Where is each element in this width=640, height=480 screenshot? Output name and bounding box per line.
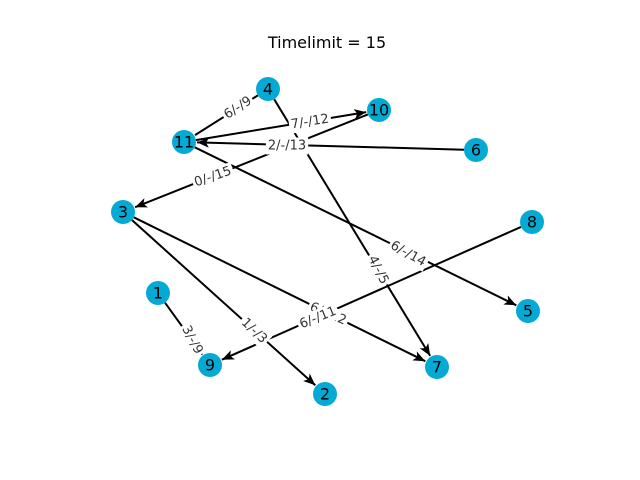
- edge-label-11-10: 7/-/12: [287, 110, 333, 134]
- edge-label-10-3: 0/-/15: [190, 162, 236, 192]
- edge-label-background: [362, 250, 394, 290]
- edge-10-3: [134, 113, 369, 209]
- node-circle: [111, 200, 135, 224]
- edge-label-background: [235, 313, 273, 349]
- node-5: 5: [516, 299, 540, 323]
- node-label: 2: [320, 385, 330, 404]
- edge-label-11-5: 6/-/14: [385, 236, 431, 272]
- node-circle: [146, 281, 170, 305]
- edge-label-background: [176, 320, 208, 360]
- node-label: 8: [527, 213, 537, 232]
- node-6: 6: [464, 138, 488, 162]
- node-2: 2: [313, 382, 337, 406]
- node-label: 9: [205, 356, 215, 375]
- node-circle: [425, 355, 449, 379]
- edge-11-10: [195, 109, 367, 142]
- node-circle: [172, 130, 196, 154]
- edge-3-2: [131, 219, 316, 387]
- edge-labels-layer: 3/-/9 6/-/9 4/-/5 7/-/12 2/-/13 6/-/14 0/-/15 1…: [176, 91, 431, 360]
- node-circle: [516, 299, 540, 323]
- edge-8-9: [221, 225, 522, 361]
- edge-11-5: [194, 146, 517, 307]
- edge-6-11: [196, 137, 465, 151]
- node-label: 5: [523, 302, 533, 321]
- nodes-layer: 1 2 3 4 5 6 7 8 9 10 11: [111, 77, 544, 406]
- node-circle: [313, 382, 337, 406]
- edge-label-text: 0/-/15: [192, 164, 233, 191]
- node-3: 3: [111, 200, 135, 224]
- node-circle: [198, 353, 222, 377]
- edge-label-1-9: 3/-/9: [176, 320, 208, 360]
- node-circle: [520, 210, 544, 234]
- node-circle: [367, 98, 391, 122]
- node-10: 10: [367, 98, 391, 122]
- node-label: 1: [153, 284, 163, 303]
- node-label: 10: [369, 101, 389, 120]
- node-label: 7: [432, 358, 442, 377]
- node-label: 4: [263, 80, 273, 99]
- node-4: 4: [256, 77, 280, 101]
- edge-label-background: [265, 137, 309, 155]
- node-label: 6: [471, 141, 481, 160]
- edge-label-4-7: 4/-/5: [362, 250, 394, 290]
- edge-label-4-11: 6/-/9: [219, 91, 257, 125]
- node-8: 8: [520, 210, 544, 234]
- node-label: 11: [174, 133, 194, 152]
- chart-title: Timelimit = 15: [267, 33, 386, 52]
- edge-label-6-11: 2/-/13: [265, 137, 309, 155]
- edge-label-text: 2/-/13: [268, 139, 306, 154]
- edge-3-7: [133, 216, 426, 363]
- edge-label-text: 6/-/14: [388, 238, 429, 270]
- edge-label-background: [219, 91, 257, 125]
- node-9: 9: [198, 353, 222, 377]
- node-circle: [464, 138, 488, 162]
- edge-label-text: 7/-/12: [290, 112, 330, 133]
- node-label: 3: [118, 203, 128, 222]
- edge-label-background: [287, 110, 333, 134]
- edge-label-background: [190, 162, 236, 192]
- edge-label-background: [385, 236, 431, 272]
- edge-label-background: [295, 302, 341, 334]
- node-11: 11: [172, 130, 196, 154]
- node-1: 1: [146, 281, 170, 305]
- node-circle: [256, 77, 280, 101]
- node-7: 7: [425, 355, 449, 379]
